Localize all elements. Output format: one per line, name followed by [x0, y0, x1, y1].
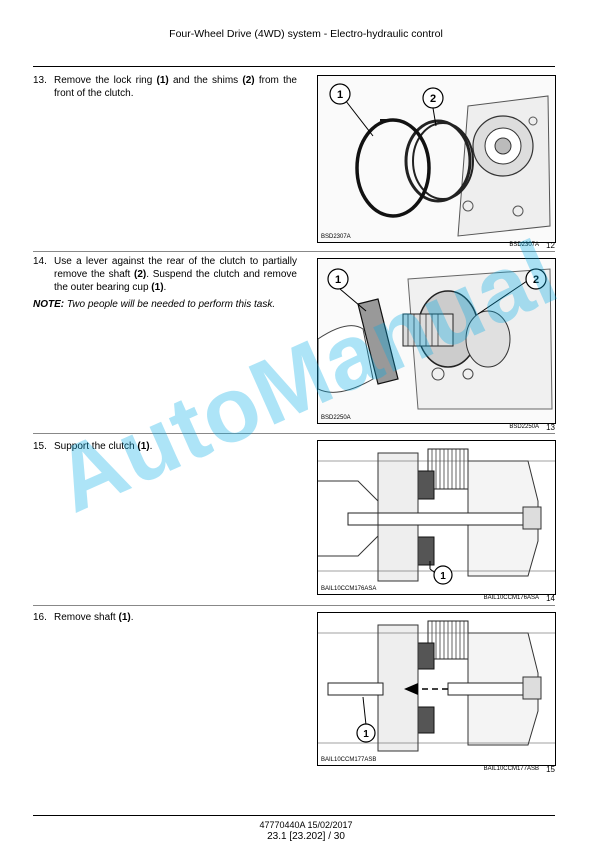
figure-inner-code: BAIL10CCM176ASA: [321, 586, 377, 592]
step-text: Use a lever against the rear of the clut…: [54, 255, 297, 294]
note-text: Two people will be needed to perform thi…: [64, 299, 276, 310]
section-separator: [33, 605, 555, 606]
footer-doc-id: 47770440A 15/02/2017: [259, 820, 353, 830]
figure-number: 12: [546, 241, 555, 250]
step-14: 14. Use a lever against the rear of the …: [33, 255, 297, 294]
callout-ref: (1): [118, 612, 131, 623]
step-text: Remove shaft (1).: [54, 611, 297, 624]
step-number: 13.: [33, 75, 47, 86]
text-run: .: [163, 282, 167, 293]
figure-14-image: 1 BAIL10CCM176ASA: [317, 440, 556, 595]
figure-callout-2: 2: [533, 274, 539, 286]
figure-number: 15: [546, 765, 555, 774]
callout-ref: (1): [137, 441, 150, 452]
text-run: .: [149, 441, 153, 452]
text-run: Support the clutch: [54, 441, 138, 452]
figure-number: 13: [546, 423, 555, 432]
note-label: NOTE:: [33, 299, 65, 310]
text-run: and the shims: [168, 75, 243, 86]
section-separator: [33, 251, 555, 252]
step-text: Remove the lock ring (1) and the shims (…: [54, 74, 297, 100]
step-number: 16.: [33, 612, 47, 623]
figure-inner-code: BSD2250A: [321, 415, 351, 421]
figure-12-image: 1 2 BSD2307A: [317, 75, 556, 243]
step-text: Support the clutch (1).: [54, 440, 297, 453]
figure-callout-1: 1: [337, 89, 343, 101]
text-run: Remove the lock ring: [54, 75, 157, 86]
figure-code: BSD2307A: [509, 242, 539, 248]
step-number: 14.: [33, 256, 47, 267]
figure-code: BSD2250A: [509, 424, 539, 430]
note: NOTE: Two people will be needed to perfo…: [33, 298, 297, 311]
figure-inner-code: BSD2307A: [321, 234, 351, 240]
footer-page-number: 23.1 [23.202] / 30: [267, 831, 345, 842]
figure-callout-1: 1: [363, 729, 369, 740]
page-header-title: Four-Wheel Drive (4WD) system - Electro-…: [169, 28, 443, 40]
text-run: Remove shaft: [54, 612, 119, 623]
step-13: 13. Remove the lock ring (1) and the shi…: [33, 74, 297, 100]
text-run: Use a lever against the rear of the clut…: [54, 256, 297, 280]
text-run: .: [130, 612, 134, 623]
callout-ref: (1): [151, 282, 164, 293]
header-rule: [33, 66, 555, 67]
figure-15-image: 1 BAIL10CCM177ASB: [317, 612, 556, 766]
figure-number: 14: [546, 594, 555, 603]
step-16: 16. Remove shaft (1).: [33, 611, 297, 624]
text-run: from the front of the clutch.: [54, 75, 297, 99]
callout-ref: (2): [134, 269, 147, 280]
step-number: 15.: [33, 441, 47, 452]
figure-callout-2: 2: [430, 93, 436, 105]
callout-ref: (1): [156, 75, 169, 86]
callout-ref: (2): [242, 75, 255, 86]
footer-rule: [33, 815, 555, 816]
figure-callout-1: 1: [335, 274, 341, 286]
figure-13-image: 1 2 BSD2250A: [317, 258, 556, 424]
figure-inner-code: BAIL10CCM177ASB: [321, 757, 377, 763]
step-15: 15. Support the clutch (1).: [33, 440, 297, 453]
figure-code: BAIL10CCM176ASA: [483, 595, 539, 601]
figure-callout-1: 1: [440, 571, 446, 582]
figure-code: BAIL10CCM177ASB: [483, 766, 539, 772]
section-separator: [33, 433, 555, 434]
text-run: . Suspend the clutch and remove the oute…: [54, 269, 297, 293]
